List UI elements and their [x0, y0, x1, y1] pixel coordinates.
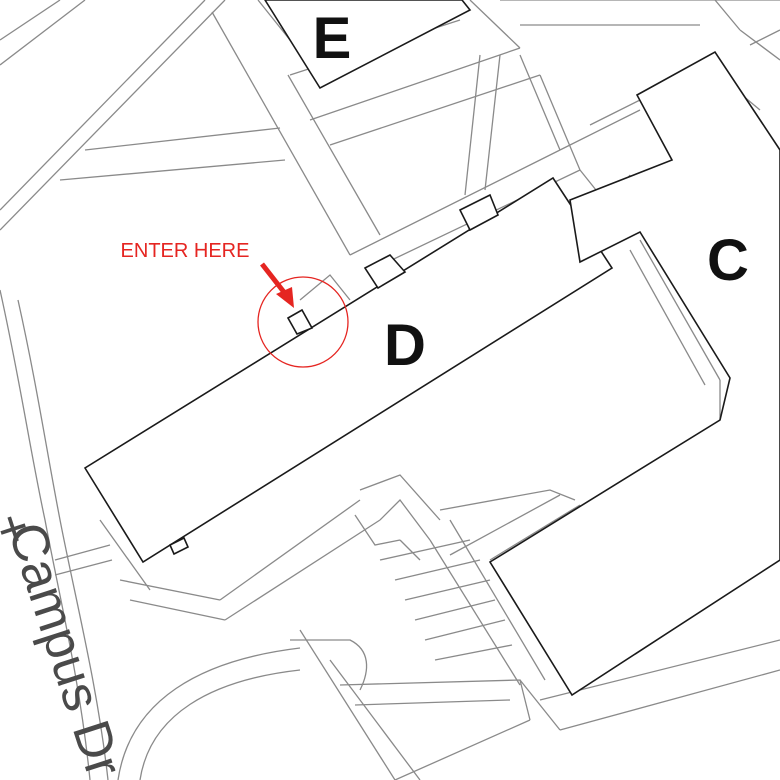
entrance-arrow-head-icon	[276, 287, 294, 308]
building-e-label: E	[313, 6, 352, 71]
entrance-arrow-icon	[260, 262, 289, 298]
entrance-annotation: ENTER HERE	[121, 240, 349, 368]
building-e	[264, 0, 472, 90]
building-c	[488, 50, 780, 697]
enter-here-label: ENTER HERE	[121, 240, 250, 262]
building-d-label: D	[384, 313, 426, 378]
building-d	[83, 176, 614, 564]
campus-drive-road	[0, 289, 301, 780]
campus-drive-label: Campus Dr	[0, 516, 133, 780]
entrance-highlight-circle	[257, 276, 349, 368]
building-c-label: C	[707, 228, 749, 293]
